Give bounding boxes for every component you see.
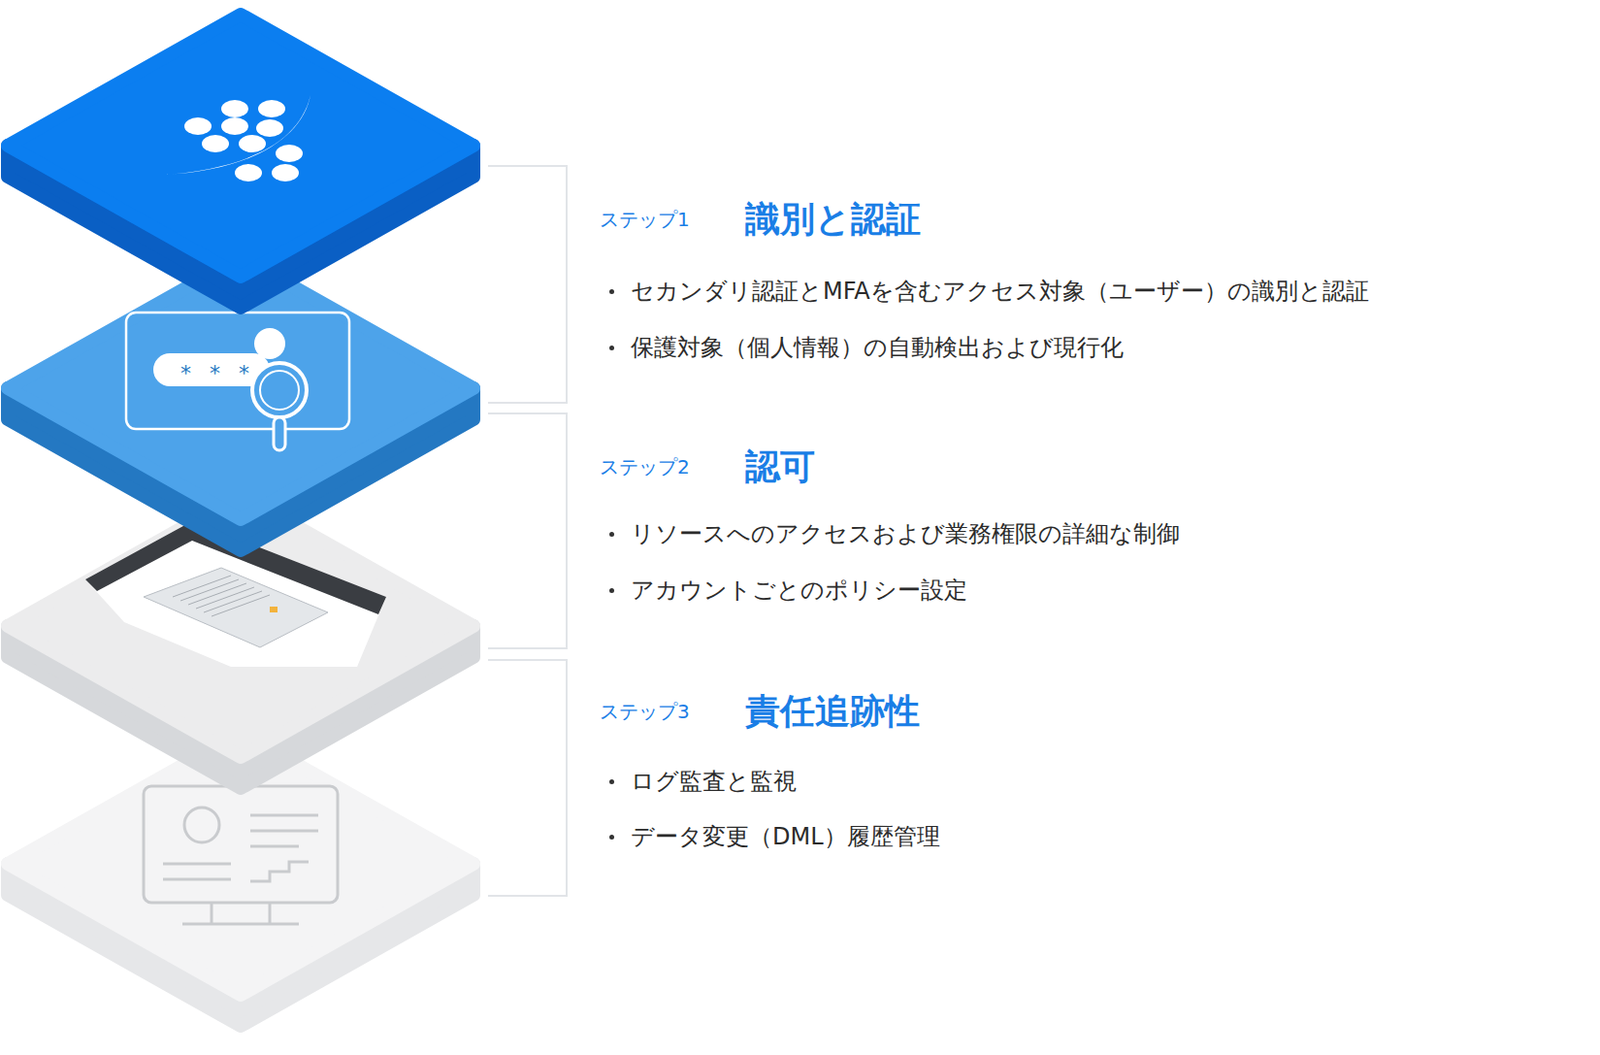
step-label: ステップ3 [599,699,690,723]
bullet-text: ログ監査と監視 [630,767,797,796]
tile-top [7,14,474,277]
tile-icon [143,785,338,924]
step-heading: 責任追跡性 [745,689,920,732]
logo-tile [7,14,474,308]
bullet-dot [609,834,615,840]
step-heading: 識別と認証 [745,197,921,240]
bullet-dot [609,345,615,351]
bracket [488,413,567,649]
step-heading: 認可 [745,445,816,488]
bullet-text: リソースへのアクセスおよび業務権限の詳細な制御 [630,520,1180,549]
step-label: ステップ1 [599,207,690,231]
bullet-text: データ変更（DML）履歴管理 [630,822,941,851]
svg-text:*: * [238,360,250,386]
bullet-dot [609,779,615,784]
bracket [488,659,567,896]
tile-icon [164,95,311,182]
bullet-dot [609,531,615,537]
bullet-text: 保護対象（個人情報）の自動検出および現行化 [630,333,1124,362]
bracket [488,165,567,403]
bullet-dot [609,289,615,294]
bullet-dot [609,587,615,593]
svg-text:*: * [180,360,192,386]
bullet-text: セカンダリ認証とMFAを含むアクセス対象（ユーザー）の識別と認証 [630,277,1370,306]
tile-icon: * * * [126,312,350,451]
step-label: ステップ2 [599,455,690,479]
svg-text:*: * [209,360,221,386]
bullet-text: アカウントごとのポリシー設定 [630,576,968,605]
